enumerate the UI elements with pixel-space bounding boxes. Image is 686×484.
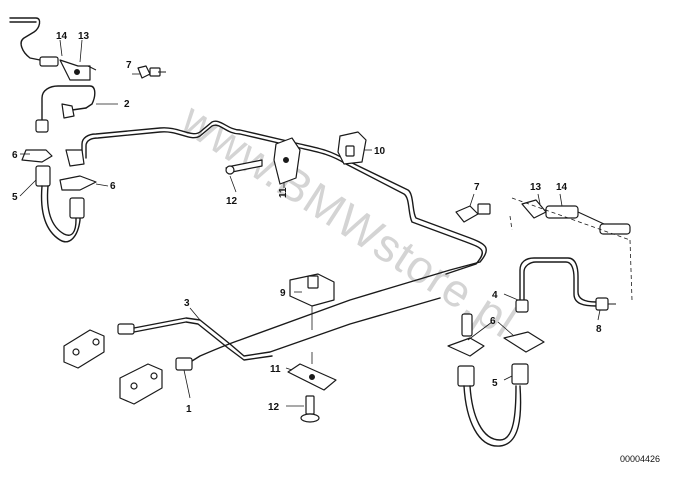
callout-6-right: 6 bbox=[490, 316, 496, 327]
callout-12-bottom: 12 bbox=[268, 402, 280, 413]
callout-14-right: 14 bbox=[556, 182, 568, 193]
callout-1: 1 bbox=[186, 404, 192, 415]
bracket-11-bottom bbox=[287, 352, 337, 391]
left-hose-assembly bbox=[21, 149, 97, 243]
callout-9: 9 bbox=[280, 288, 286, 299]
callout-6-mid: 6 bbox=[110, 181, 116, 192]
callout-7-right: 7 bbox=[474, 182, 480, 193]
callout-2: 2 bbox=[124, 99, 130, 110]
reference-number: 00004426 bbox=[620, 454, 660, 464]
callout-4: 4 bbox=[492, 290, 498, 301]
callout-5-right: 5 bbox=[492, 378, 498, 389]
callout-7-top: 7 bbox=[126, 60, 132, 71]
clip-10 bbox=[337, 131, 367, 165]
callout-10: 10 bbox=[374, 146, 386, 157]
callout-5-left: 5 bbox=[12, 192, 18, 203]
distribution-block-lower bbox=[119, 363, 163, 405]
callout-14-top: 14 bbox=[56, 31, 68, 42]
callout-11-bottom: 11 bbox=[270, 364, 281, 375]
pipe-4 bbox=[515, 257, 616, 313]
clip-9 bbox=[289, 273, 335, 330]
right-hose-assembly-top bbox=[455, 197, 633, 301]
callout-3: 3 bbox=[184, 298, 190, 309]
pipe-1-fitting bbox=[175, 357, 193, 371]
bracket-11-top bbox=[225, 137, 301, 185]
callout-13-top: 13 bbox=[78, 31, 90, 42]
callout-6-left: 6 bbox=[12, 150, 18, 161]
watermark: www.BMWstore.pl bbox=[172, 92, 527, 348]
right-hose-assembly-bottom bbox=[447, 313, 545, 447]
callout-13-right: 13 bbox=[530, 182, 542, 193]
pipe-3 bbox=[117, 297, 441, 361]
callout-11-top: 11 bbox=[278, 187, 289, 198]
screw-12-bottom bbox=[300, 395, 320, 423]
callout-12-top: 12 bbox=[226, 196, 238, 207]
callout-8: 8 bbox=[596, 324, 602, 335]
top-left-hose-assembly bbox=[9, 17, 97, 81]
distribution-block-upper bbox=[63, 329, 105, 369]
leader-lines bbox=[19, 39, 601, 407]
fitting-7-top bbox=[137, 65, 166, 79]
pipe-2 bbox=[35, 85, 96, 133]
main-brake-line bbox=[81, 120, 488, 367]
